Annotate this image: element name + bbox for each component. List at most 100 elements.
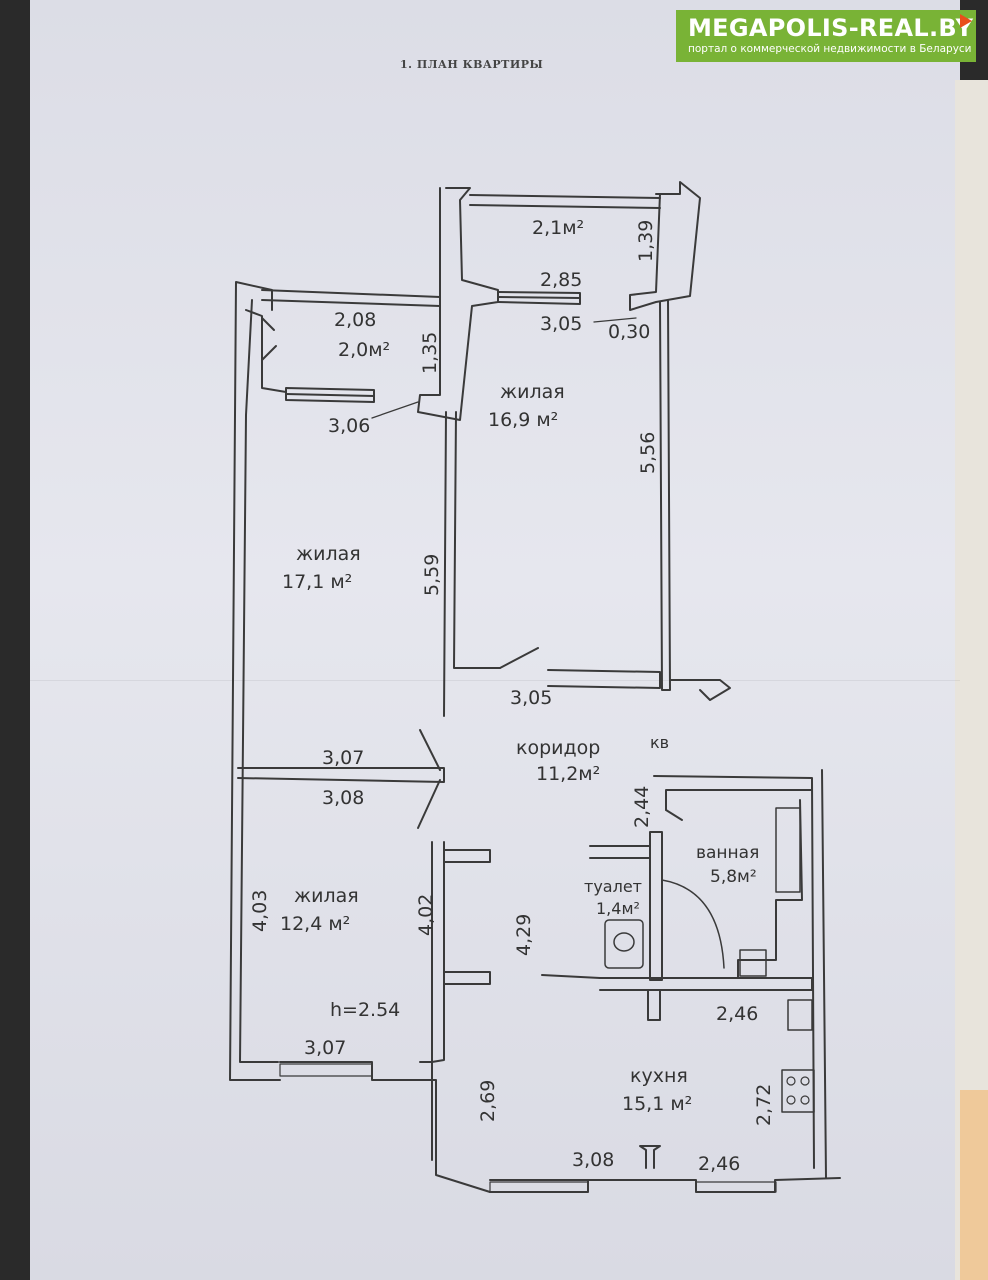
dimension-label: 1,35: [419, 332, 441, 374]
wall-wet-bottom: [599, 977, 813, 991]
wall-toilet-left: [589, 845, 651, 859]
toilet-bowl: [613, 932, 635, 952]
wall-bottom-left-2: [419, 1061, 433, 1161]
wall-column: [647, 989, 661, 1021]
dimension-label: 3,07: [304, 1037, 346, 1059]
dimension-label: 3,08: [322, 787, 364, 809]
door-swing: [261, 345, 277, 361]
wall-kitchen-left-stub-2: [443, 971, 491, 985]
watermark-tagline: портал о коммерческой недвижимости в Бел…: [688, 43, 972, 55]
room-name-bedroom-bottom: жилая: [294, 885, 359, 907]
wall-top-balcony-left: [417, 187, 499, 421]
left-balcony-bay: [245, 309, 287, 393]
window-pane: [285, 393, 375, 397]
wall-bedroom-bottom: [237, 767, 445, 783]
wall-left-inner: [239, 299, 279, 1063]
toilet-icon: [604, 919, 644, 969]
burner: [786, 1076, 796, 1086]
burner: [800, 1095, 810, 1105]
fixtures: [279, 807, 815, 1193]
door-swing: [665, 809, 683, 821]
dimension-label: 2,72: [753, 1084, 775, 1126]
window-kitchen-left: [489, 1181, 589, 1193]
wall-top-balcony-right: [629, 181, 701, 311]
dimension-label: 2,69: [477, 1080, 499, 1122]
wall-top-balcony-top-2: [469, 204, 661, 209]
leader-line: [593, 317, 637, 323]
room-area-bathroom: 5,8м²: [710, 867, 757, 887]
watermark-name: MEGAPOLIS-REAL.BY: [688, 14, 974, 42]
dimension-label: 4,03: [249, 890, 271, 932]
window-pane: [497, 296, 581, 299]
dimension-label: 5,59: [421, 554, 443, 596]
balcony-left-window: [245, 309, 375, 403]
window-left-bedroom: [285, 387, 375, 403]
wall-bathroom-right: [737, 799, 803, 979]
wall-bottom-left: [279, 1061, 491, 1193]
room-area-bedroom-left: 17,1 м²: [282, 571, 352, 593]
room-name-kitchen: кухня: [630, 1065, 688, 1087]
wall-left-balcony: [229, 281, 281, 1081]
dimension-label: 0,30: [608, 321, 650, 343]
dimension-label: 2,46: [698, 1153, 740, 1175]
room-area-toilet: 1,4м²: [596, 899, 640, 918]
window-bedroom-bottom: [279, 1063, 373, 1077]
dimension-label: 2,85: [540, 269, 582, 291]
bathtub: [775, 807, 801, 893]
stove-icon: [781, 1069, 815, 1113]
dimension-label: 4,29: [513, 914, 535, 956]
wall-bathroom-top: [653, 775, 813, 811]
room-area-bedroom-bottom: 12,4 м²: [280, 913, 350, 935]
wall-kitchen-left-stub: [443, 849, 491, 863]
dimension-label: 3,07: [322, 747, 364, 769]
paper-edge: [955, 80, 988, 1280]
dimension-label: 4,02: [415, 894, 437, 936]
room-name-toilet: туалет: [584, 877, 642, 896]
wall-top-balcony-top: [469, 194, 661, 199]
dimension-label: 3,05: [510, 687, 552, 709]
wall-kitchen-left: [431, 841, 445, 1063]
wall-toilet-right: [649, 831, 663, 981]
room-name-bedroom-top: жилая: [500, 381, 565, 403]
paper-sheet: [30, 0, 960, 1280]
paper-fold: [30, 680, 960, 681]
wall-stub: [669, 679, 731, 701]
wall-top-left-balcony: [261, 289, 441, 298]
wall-kitchen-stub: [639, 1145, 661, 1169]
sink-icon: [739, 949, 767, 977]
document-title: 1. ПЛАН КВАРТИРЫ: [400, 58, 544, 71]
wall-right-kitchen: [821, 769, 827, 1179]
dimension-label: 3,08: [572, 1149, 614, 1171]
entrance-door: [541, 974, 601, 979]
shower-arc: [661, 879, 725, 969]
room-name-corridor: коридор: [516, 737, 600, 759]
burner: [800, 1076, 810, 1086]
dimension-label: 3,06: [328, 415, 370, 437]
door-swing: [417, 779, 441, 829]
door-swing: [261, 317, 275, 331]
dimension-label: 5,56: [637, 432, 659, 474]
wall-between-bedrooms: [443, 411, 447, 717]
table-surface: [960, 1090, 988, 1280]
room-area-corridor: 11,2м²: [536, 763, 600, 785]
leader-lines: [371, 317, 637, 419]
door-swing: [419, 729, 441, 771]
leader-line: [371, 401, 419, 419]
wall-between-bedrooms-2: [453, 411, 501, 669]
ceiling-height: h=2.54: [330, 999, 400, 1021]
dimension-label: 1,39: [635, 220, 657, 262]
room-area-kitchen: 15,1 м²: [622, 1093, 692, 1115]
apartment-mark: кв: [650, 733, 669, 752]
interior-walls: [237, 411, 813, 1169]
door-swing: [499, 647, 539, 669]
wall-right-bedroom: [659, 299, 671, 691]
room-name-bedroom-left: жилая: [296, 543, 361, 565]
window-kitchen-right: [695, 1181, 777, 1193]
wall-corridor-right: [547, 669, 661, 689]
dimension-label: 3,05: [540, 313, 582, 335]
dimension-label: 2,08: [334, 309, 376, 331]
wall-top-left-balcony-2: [261, 299, 441, 307]
watermark-logo: MEGAPOLIS-REAL.BY портал о коммерческой …: [676, 10, 976, 62]
room-area-balcony-left: 2,0м²: [338, 339, 390, 361]
